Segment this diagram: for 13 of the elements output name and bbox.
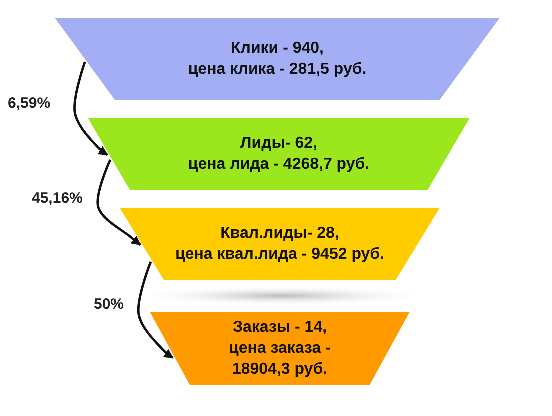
arrow — [74, 62, 108, 156]
stage-text: цена клика - 281,5 руб. — [188, 60, 367, 80]
stage-text: цена лида - 4268,7 руб. — [188, 155, 370, 175]
stage-text: Квал.лиды- 28, — [220, 224, 340, 244]
edge-label: 6,59% — [8, 95, 51, 112]
stage-text: Лиды- 62, — [240, 134, 318, 154]
stage-text: цена заказа - 18904,3 руб. — [228, 339, 332, 380]
stage-text: Клики - 940, — [231, 39, 324, 59]
edge-label: 45,16% — [32, 190, 83, 207]
stage-text: Заказы - 14, — [232, 318, 328, 338]
arrow — [137, 262, 174, 359]
stage-text: цена квал.лида - 9452 руб. — [176, 245, 384, 265]
arrow — [96, 160, 142, 246]
